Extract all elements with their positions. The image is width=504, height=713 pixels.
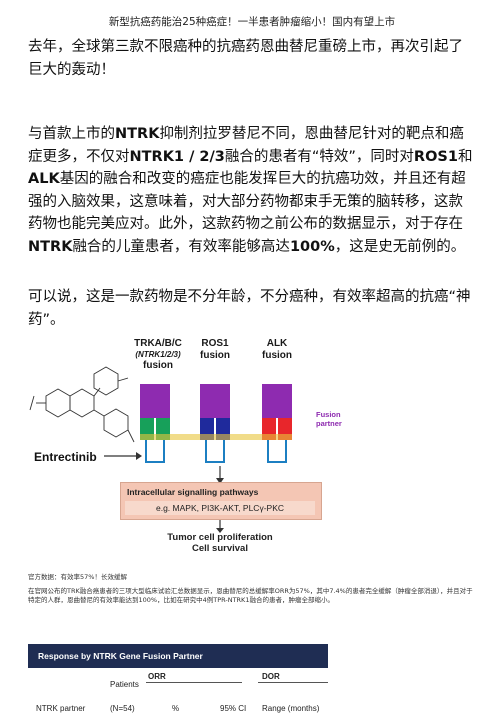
paragraph-run: 融合的患者有“特效”，同时对 [224,148,414,165]
drug-name-label: Entrectinib [34,450,97,464]
paragraph-run: 和 [457,148,473,165]
outcome-label: Tumor cell proliferation Cell survival [167,532,273,554]
dor-rule [258,682,328,683]
molecule-icon [29,366,135,443]
col-range: Range (months) [262,704,320,713]
paragraph-run: NTRK [28,238,73,255]
caption-detail: 在官网公布的TRK融合癌患者的三项大型临床试验汇总数据显示，恩曲替尼的总缓解率O… [28,587,473,604]
pathway-title: Intracellular signalling pathways [127,487,259,497]
paragraph-run: 融合的儿童患者，有效率能够高达 [72,238,290,255]
paragraph-run: 基因的融合和改变的癌症也能发挥巨大的抗癌功效，并且还有超强的入脑效果，这意味着，… [28,171,466,232]
document-title: 新型抗癌药能治25种癌症！一半患者肿瘤缩小！国内有望上市 [108,16,396,28]
fusion-partner-label: Fusion partner [316,410,342,428]
ros1-partner-block [200,384,230,418]
mechanism-figure: TRKA/B/C (NTRK1/2/3) fusion ROS1 fusion … [28,334,348,562]
orr-rule [146,682,242,683]
paragraph-run: ROS1 [413,148,458,165]
pathway-examples: e.g. MAPK, PI3K-AKT, PLCγ-PKC [125,501,315,515]
paragraph-run: NTRK1 / 2/3 [129,148,225,165]
ros1-fusion-label: ROS1 fusion [200,338,230,361]
paragraph-intro: 去年，全球第三款不限癌种的抗癌药恩曲替尼重磅上市，再次引起了巨大的轰动！ [28,39,463,78]
paragraph-comparison: 与首款上市的NTRK抑制剂拉罗替尼不同，恩曲替尼针对的靶点和癌症更多，不仅对NT… [28,123,476,258]
paragraph-run: ALK [28,171,60,187]
alk-partner-block [262,384,292,418]
signalling-pathways-box: Intracellular signalling pathways e.g. M… [120,482,322,520]
table-title-bar: Response by NTRK Gene Fusion Partner [28,644,328,668]
alk-fusion-label: ALK fusion [262,338,292,361]
paragraph-run: 与首款上市的 [28,126,115,142]
membrane-band [140,434,292,440]
col-patients: Patients [110,680,139,689]
col-dor: DOR [262,672,280,681]
fusion-diagram [29,366,292,533]
caption-summary: 官方数据：有效率57%！长效缓解 [28,573,127,581]
connector-lines [145,440,287,463]
col-partner: NTRK partner [36,704,86,713]
paragraph-run: ，这是史无前例的。 [334,238,466,255]
col-n: (N=54) [110,704,135,713]
paragraph-run: 抑制剂拉罗替尼不同，恩曲替尼针对的靶点和癌症更多，不仅对 [28,126,464,165]
paragraph-conclusion: 可以说，这是一款药物是不分年龄，不分癌种，有效率超高的抗癌“神药”。 [28,289,471,328]
col-ci: 95% CI [220,704,247,713]
paragraph-run: NTRK [115,126,160,142]
col-pct: % [172,704,180,713]
paragraph-run: 100% [289,238,335,255]
trk-partner-block [140,384,170,418]
trk-fusion-label: TRKA/B/C (NTRK1/2/3) fusion [134,338,182,371]
col-orr: ORR [148,672,166,681]
table-title: Response by NTRK Gene Fusion Partner [38,651,203,661]
